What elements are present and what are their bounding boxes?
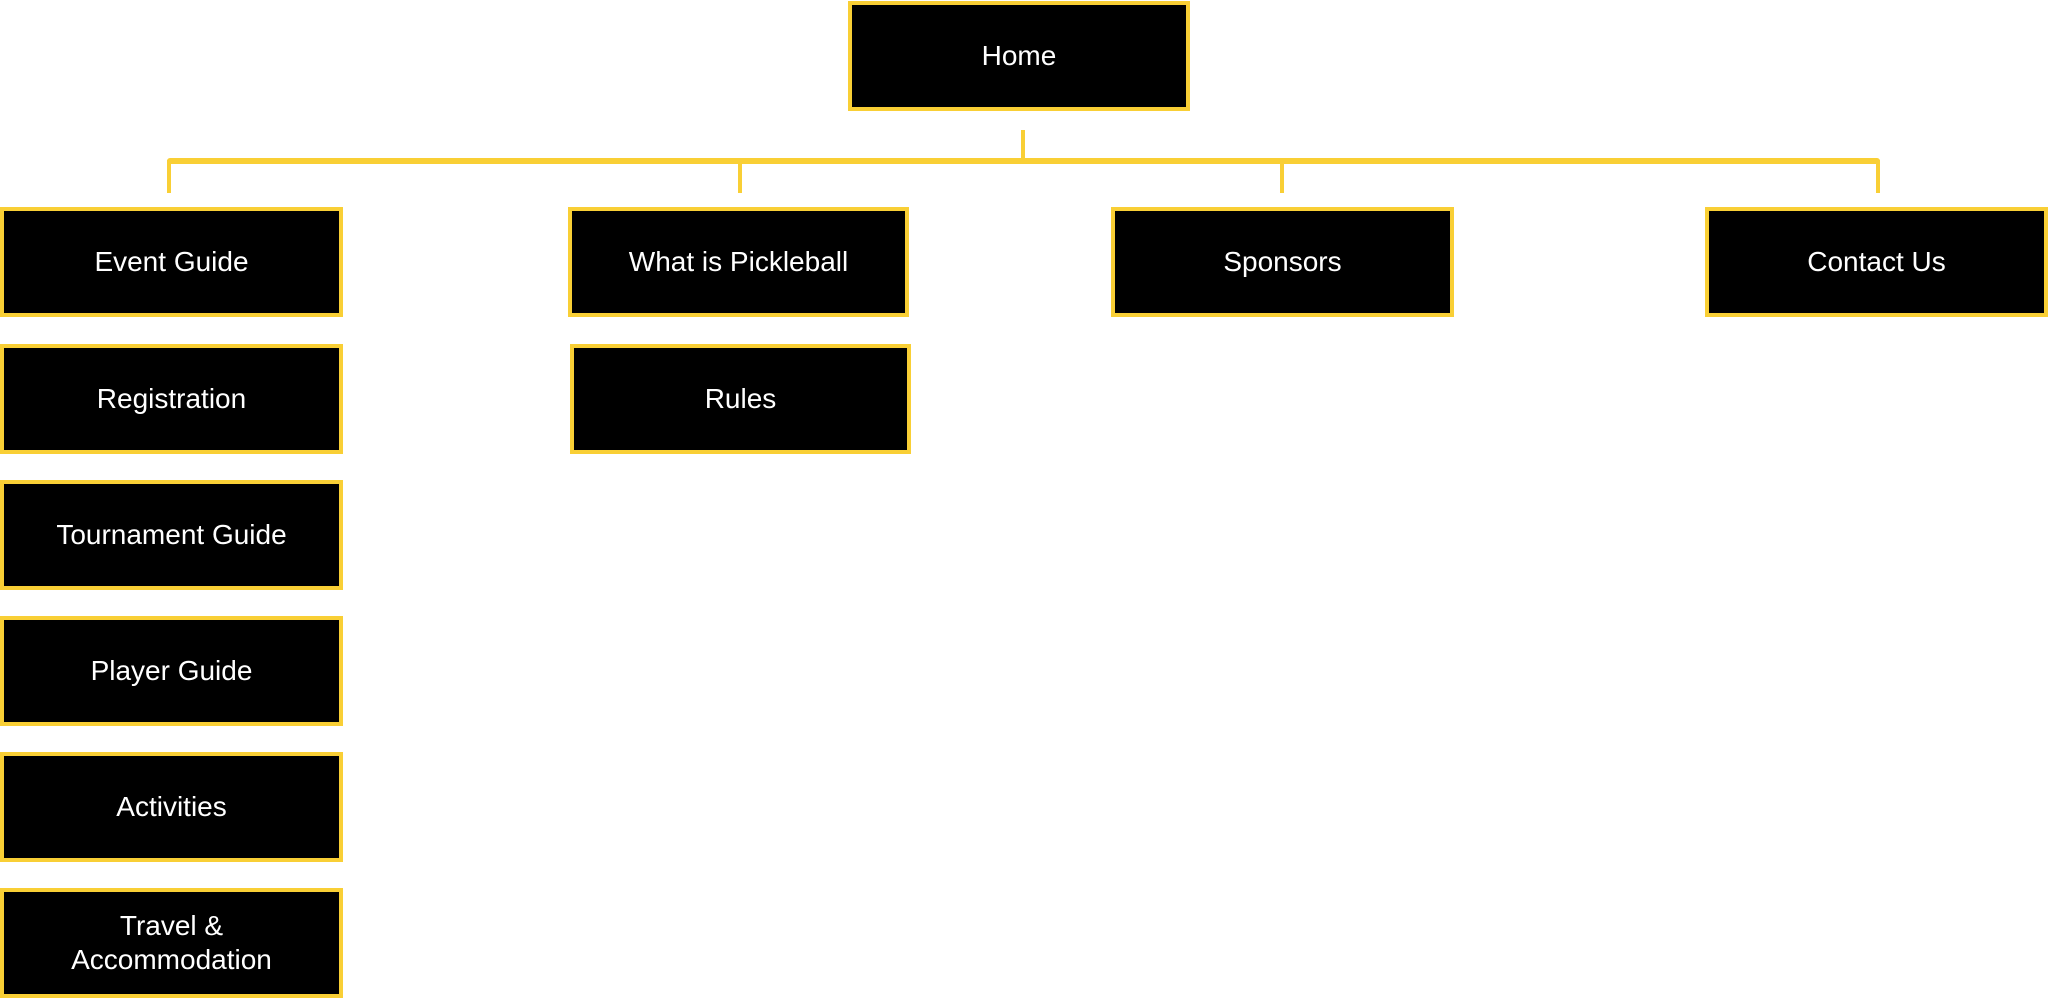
horizontal-bus-connector	[167, 158, 1880, 164]
node-tournament-guide-label: Tournament Guide	[56, 519, 287, 550]
node-tournament-guide[interactable]: Tournament Guide	[0, 480, 343, 590]
node-rules[interactable]: Rules	[570, 344, 911, 454]
node-player-guide-label: Player Guide	[90, 655, 253, 686]
node-activities[interactable]: Activities	[0, 752, 343, 862]
node-what-is-pickleball-label: What is Pickleball	[628, 246, 849, 277]
node-event-guide[interactable]: Event Guide	[0, 207, 343, 317]
node-player-guide[interactable]: Player Guide	[0, 616, 343, 726]
node-event-guide-label: Event Guide	[94, 246, 249, 277]
node-registration-label: Registration	[96, 383, 247, 414]
node-sponsors-label: Sponsors	[1223, 246, 1342, 277]
node-travel-accommodation[interactable]: Travel & Accommodation	[0, 888, 343, 998]
node-travel-accommodation-label: Travel & Accommodation	[71, 910, 272, 975]
node-home[interactable]: Home	[848, 1, 1190, 111]
branch-connector-what-is-pickleball	[738, 160, 742, 193]
node-contact-us-label: Contact Us	[1807, 246, 1946, 277]
branch-connector-contact-us	[1876, 160, 1880, 193]
node-registration[interactable]: Registration	[0, 344, 343, 454]
branch-connector-sponsors	[1280, 160, 1284, 193]
node-home-label: Home	[981, 40, 1057, 71]
node-rules-label: Rules	[704, 383, 777, 414]
node-contact-us[interactable]: Contact Us	[1705, 207, 2048, 317]
node-sponsors[interactable]: Sponsors	[1111, 207, 1454, 317]
node-what-is-pickleball[interactable]: What is Pickleball	[568, 207, 909, 317]
root-stem-connector	[1021, 130, 1025, 162]
branch-connector-event-guide	[167, 160, 171, 193]
node-activities-label: Activities	[116, 791, 227, 822]
